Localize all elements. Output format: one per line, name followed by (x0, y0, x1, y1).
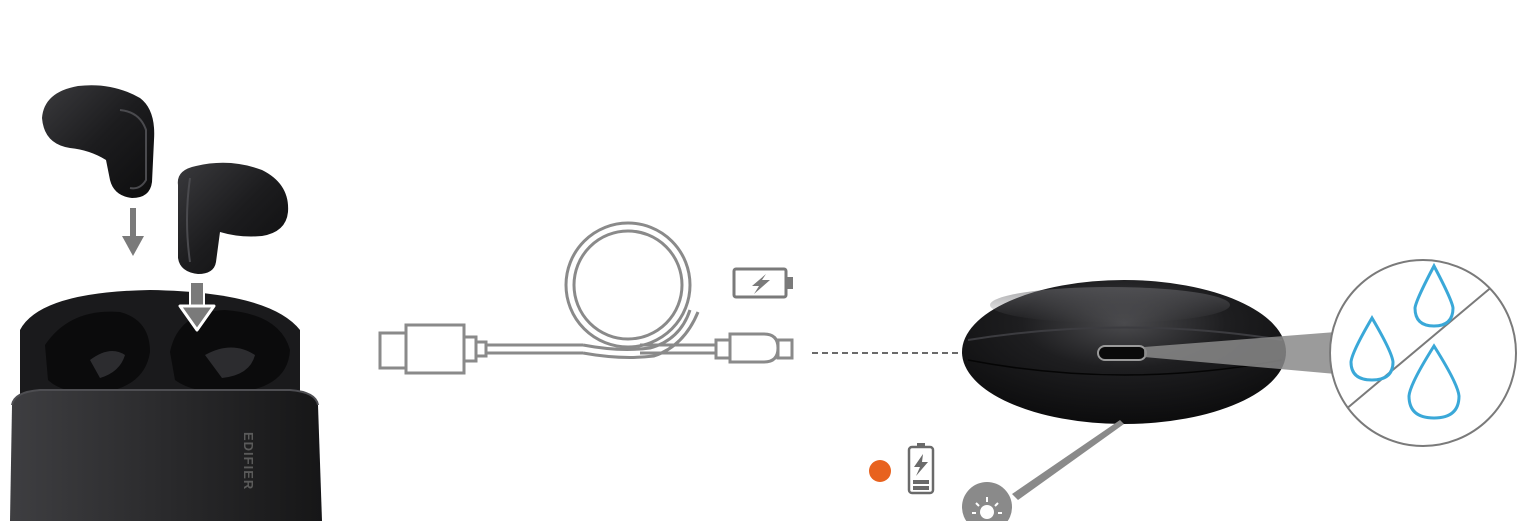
open-case-illustration: EDIFIER (10, 290, 322, 521)
earbud-right (178, 163, 288, 274)
usb-c-port (1098, 346, 1146, 360)
light-icon (962, 482, 1012, 521)
water-resistance-callout (1330, 260, 1516, 446)
usb-c-cable-icon (380, 223, 792, 373)
charging-battery-icon (734, 269, 793, 297)
light-callout-beam (1012, 420, 1124, 500)
case-body (10, 390, 322, 521)
case-brand-text: EDIFIER (241, 432, 256, 490)
earbud-left (42, 85, 154, 198)
down-arrow-icon (122, 208, 144, 256)
battery-level-icon (909, 443, 933, 493)
charging-led-indicator (869, 460, 891, 482)
